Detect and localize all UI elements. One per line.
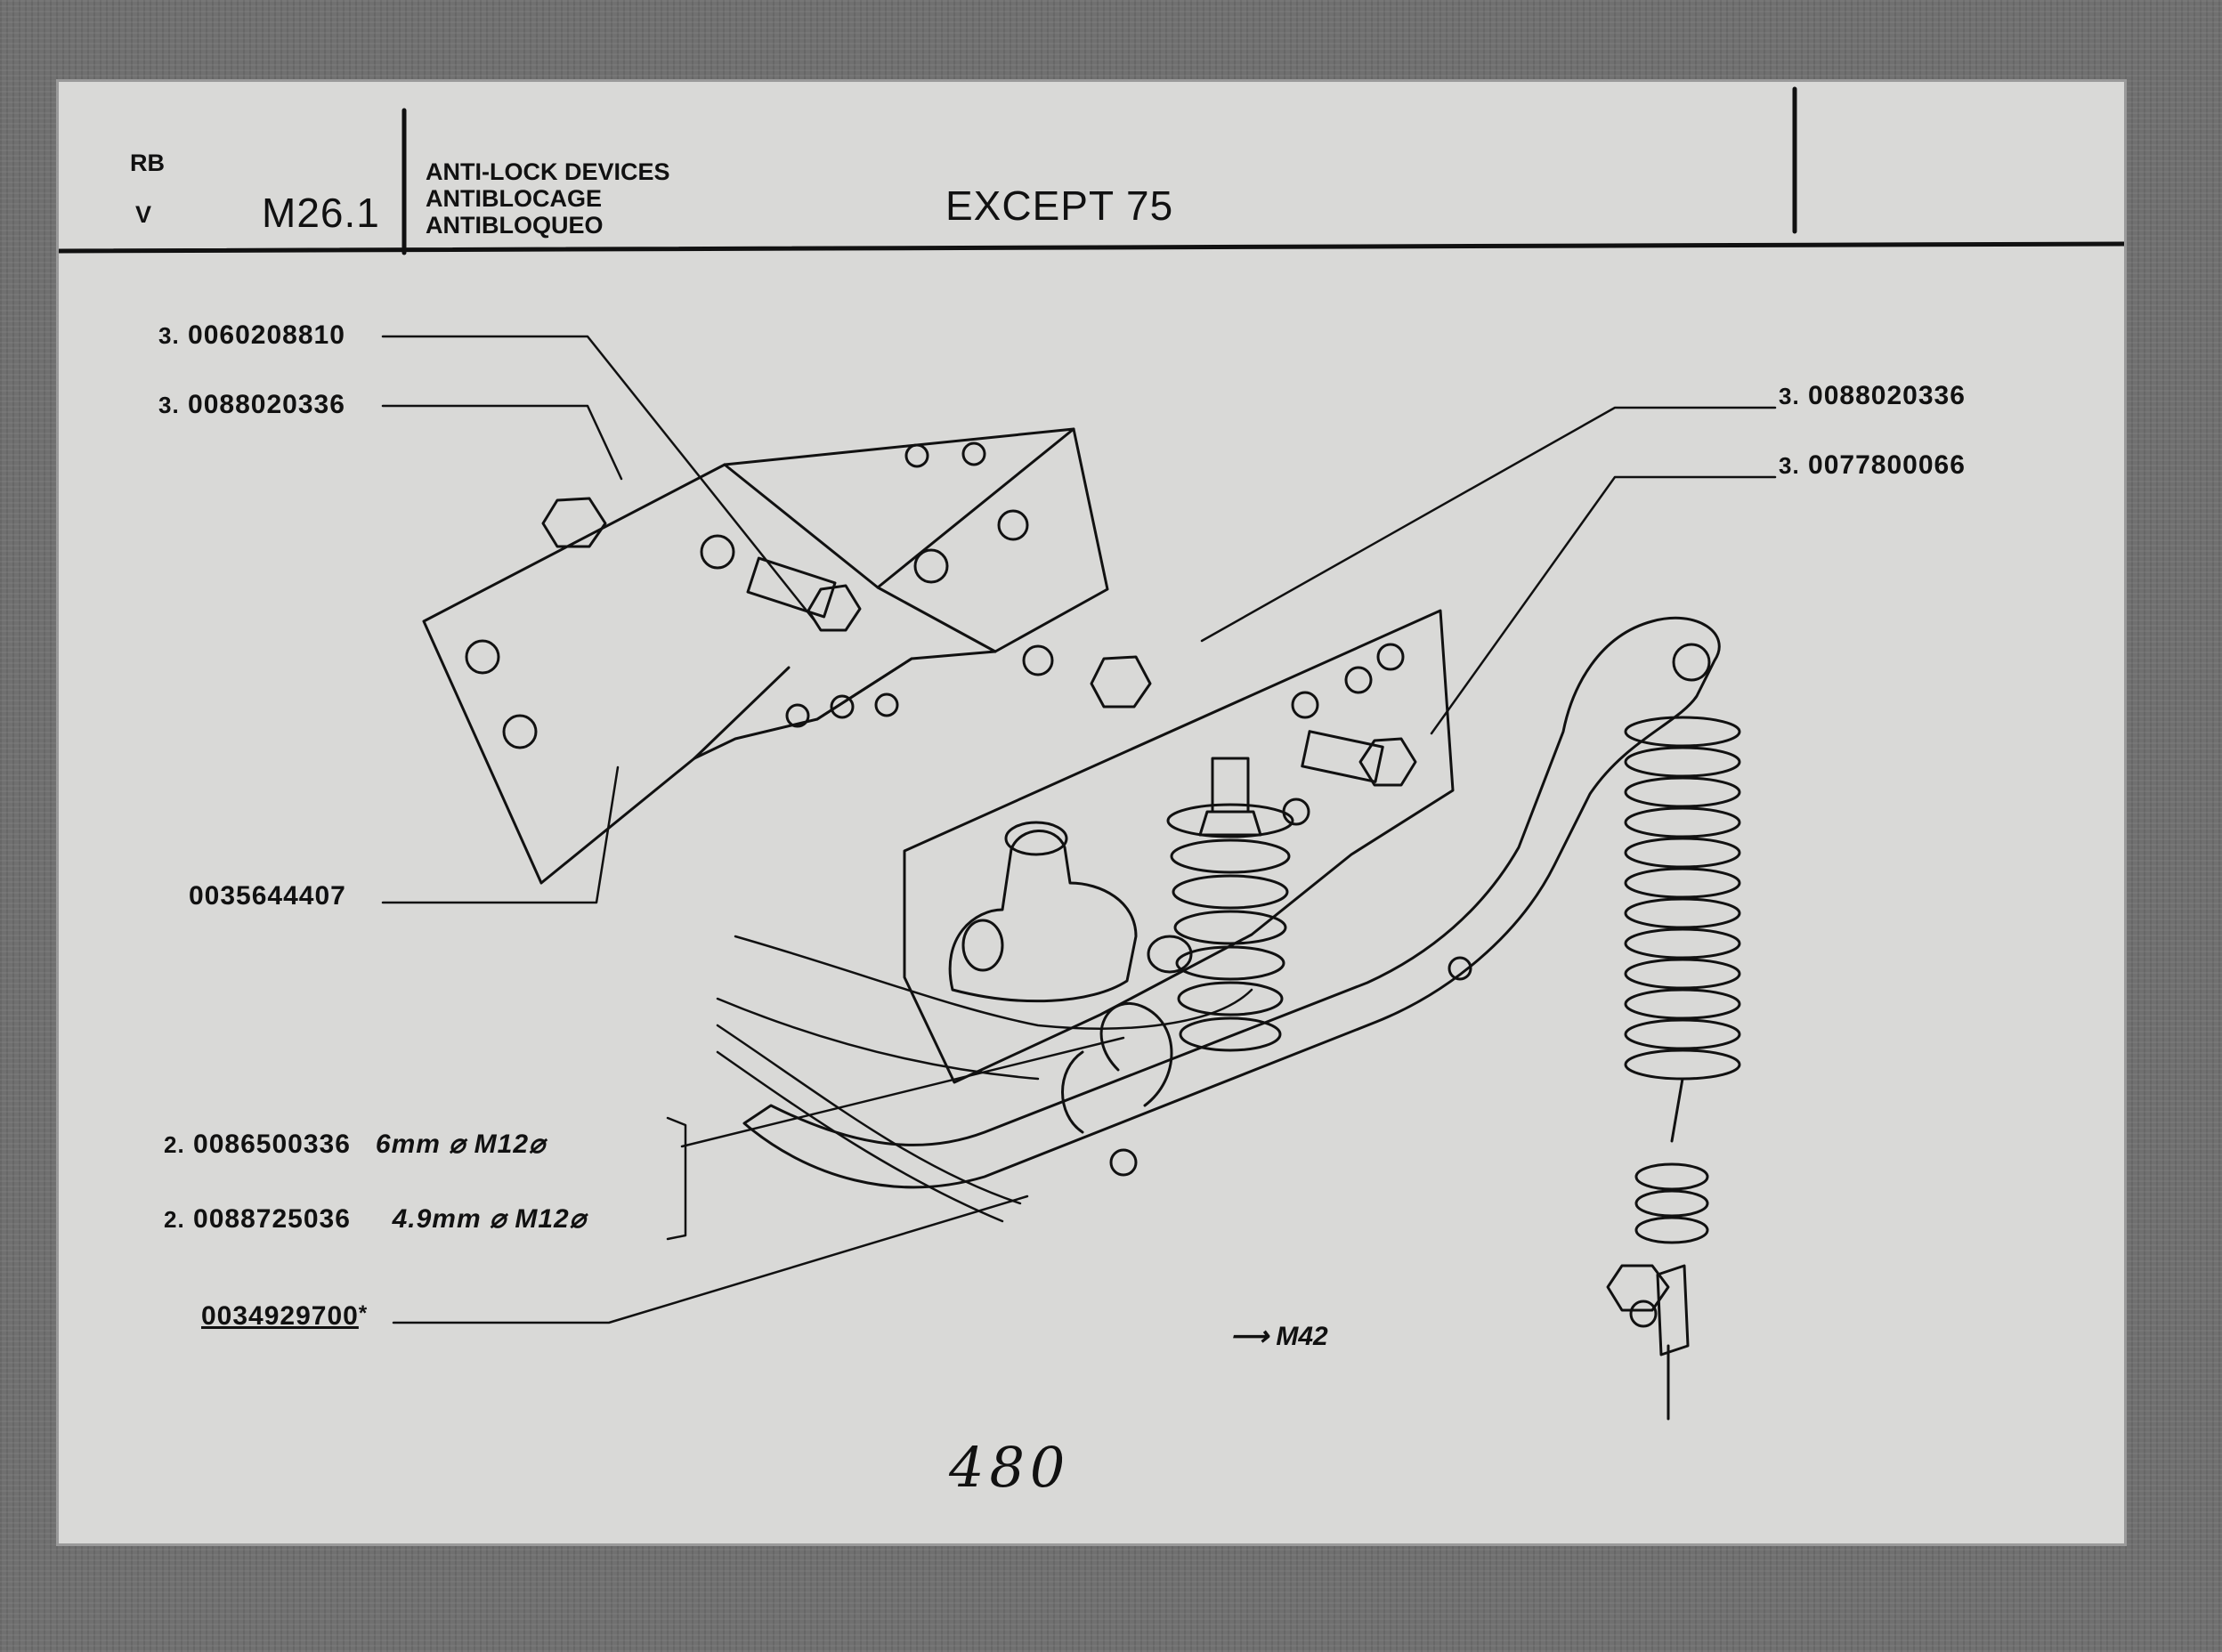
cable-lines: [716, 935, 1253, 1223]
variant-code: V: [135, 201, 152, 228]
leader-lines: [381, 335, 1777, 1324]
title-fr: ANTIBLOCAGE: [426, 185, 602, 212]
page-number: 480: [949, 1435, 1071, 1500]
bolt-hardware: [541, 497, 1417, 787]
tension-spring: [1606, 716, 1741, 1421]
callout-bolt: 3. 0060208810: [158, 320, 345, 350]
exploded-view-drawing: [59, 86, 2124, 1421]
header-frame: [59, 86, 2124, 255]
catalog-sheet: RB V M26.1 ANTI-LOCK DEVICES ANTIBLOCAGE…: [59, 82, 2124, 1543]
cross-reference[interactable]: ⟶ M42: [1230, 1322, 1328, 1351]
callout-washer-6mm: 2. 0086500336 6mm ⌀ M12⌀: [164, 1130, 547, 1159]
mounting-bracket: [422, 427, 1109, 885]
applicability-title: EXCEPT 75: [945, 182, 1174, 229]
group-code: M26.1: [262, 190, 380, 236]
callout-bracket: 0035644407: [189, 881, 346, 911]
title-en: ANTI-LOCK DEVICES: [426, 158, 670, 185]
compression-spring: [1166, 757, 1294, 1052]
title-es: ANTIBLOQUEO: [426, 212, 604, 239]
arrow-right-icon: ⟶: [1230, 1322, 1269, 1351]
callout-nut-right: 3. 0088020336: [1779, 381, 1966, 410]
load-sensing-lever: [742, 616, 1721, 1189]
callout-washer-4-9mm: 2. 0088725036 4.9mm ⌀ M12⌀: [164, 1204, 587, 1234]
model-code: RB: [130, 150, 165, 176]
valve-plate: [903, 609, 1455, 1084]
callout-nut-left: 3. 0088020336: [158, 390, 345, 419]
brake-valve-body: [948, 821, 1193, 1003]
callout-valve: 0034929700*: [201, 1301, 369, 1331]
callout-bolt-right: 3. 0077800066: [1779, 450, 1966, 480]
